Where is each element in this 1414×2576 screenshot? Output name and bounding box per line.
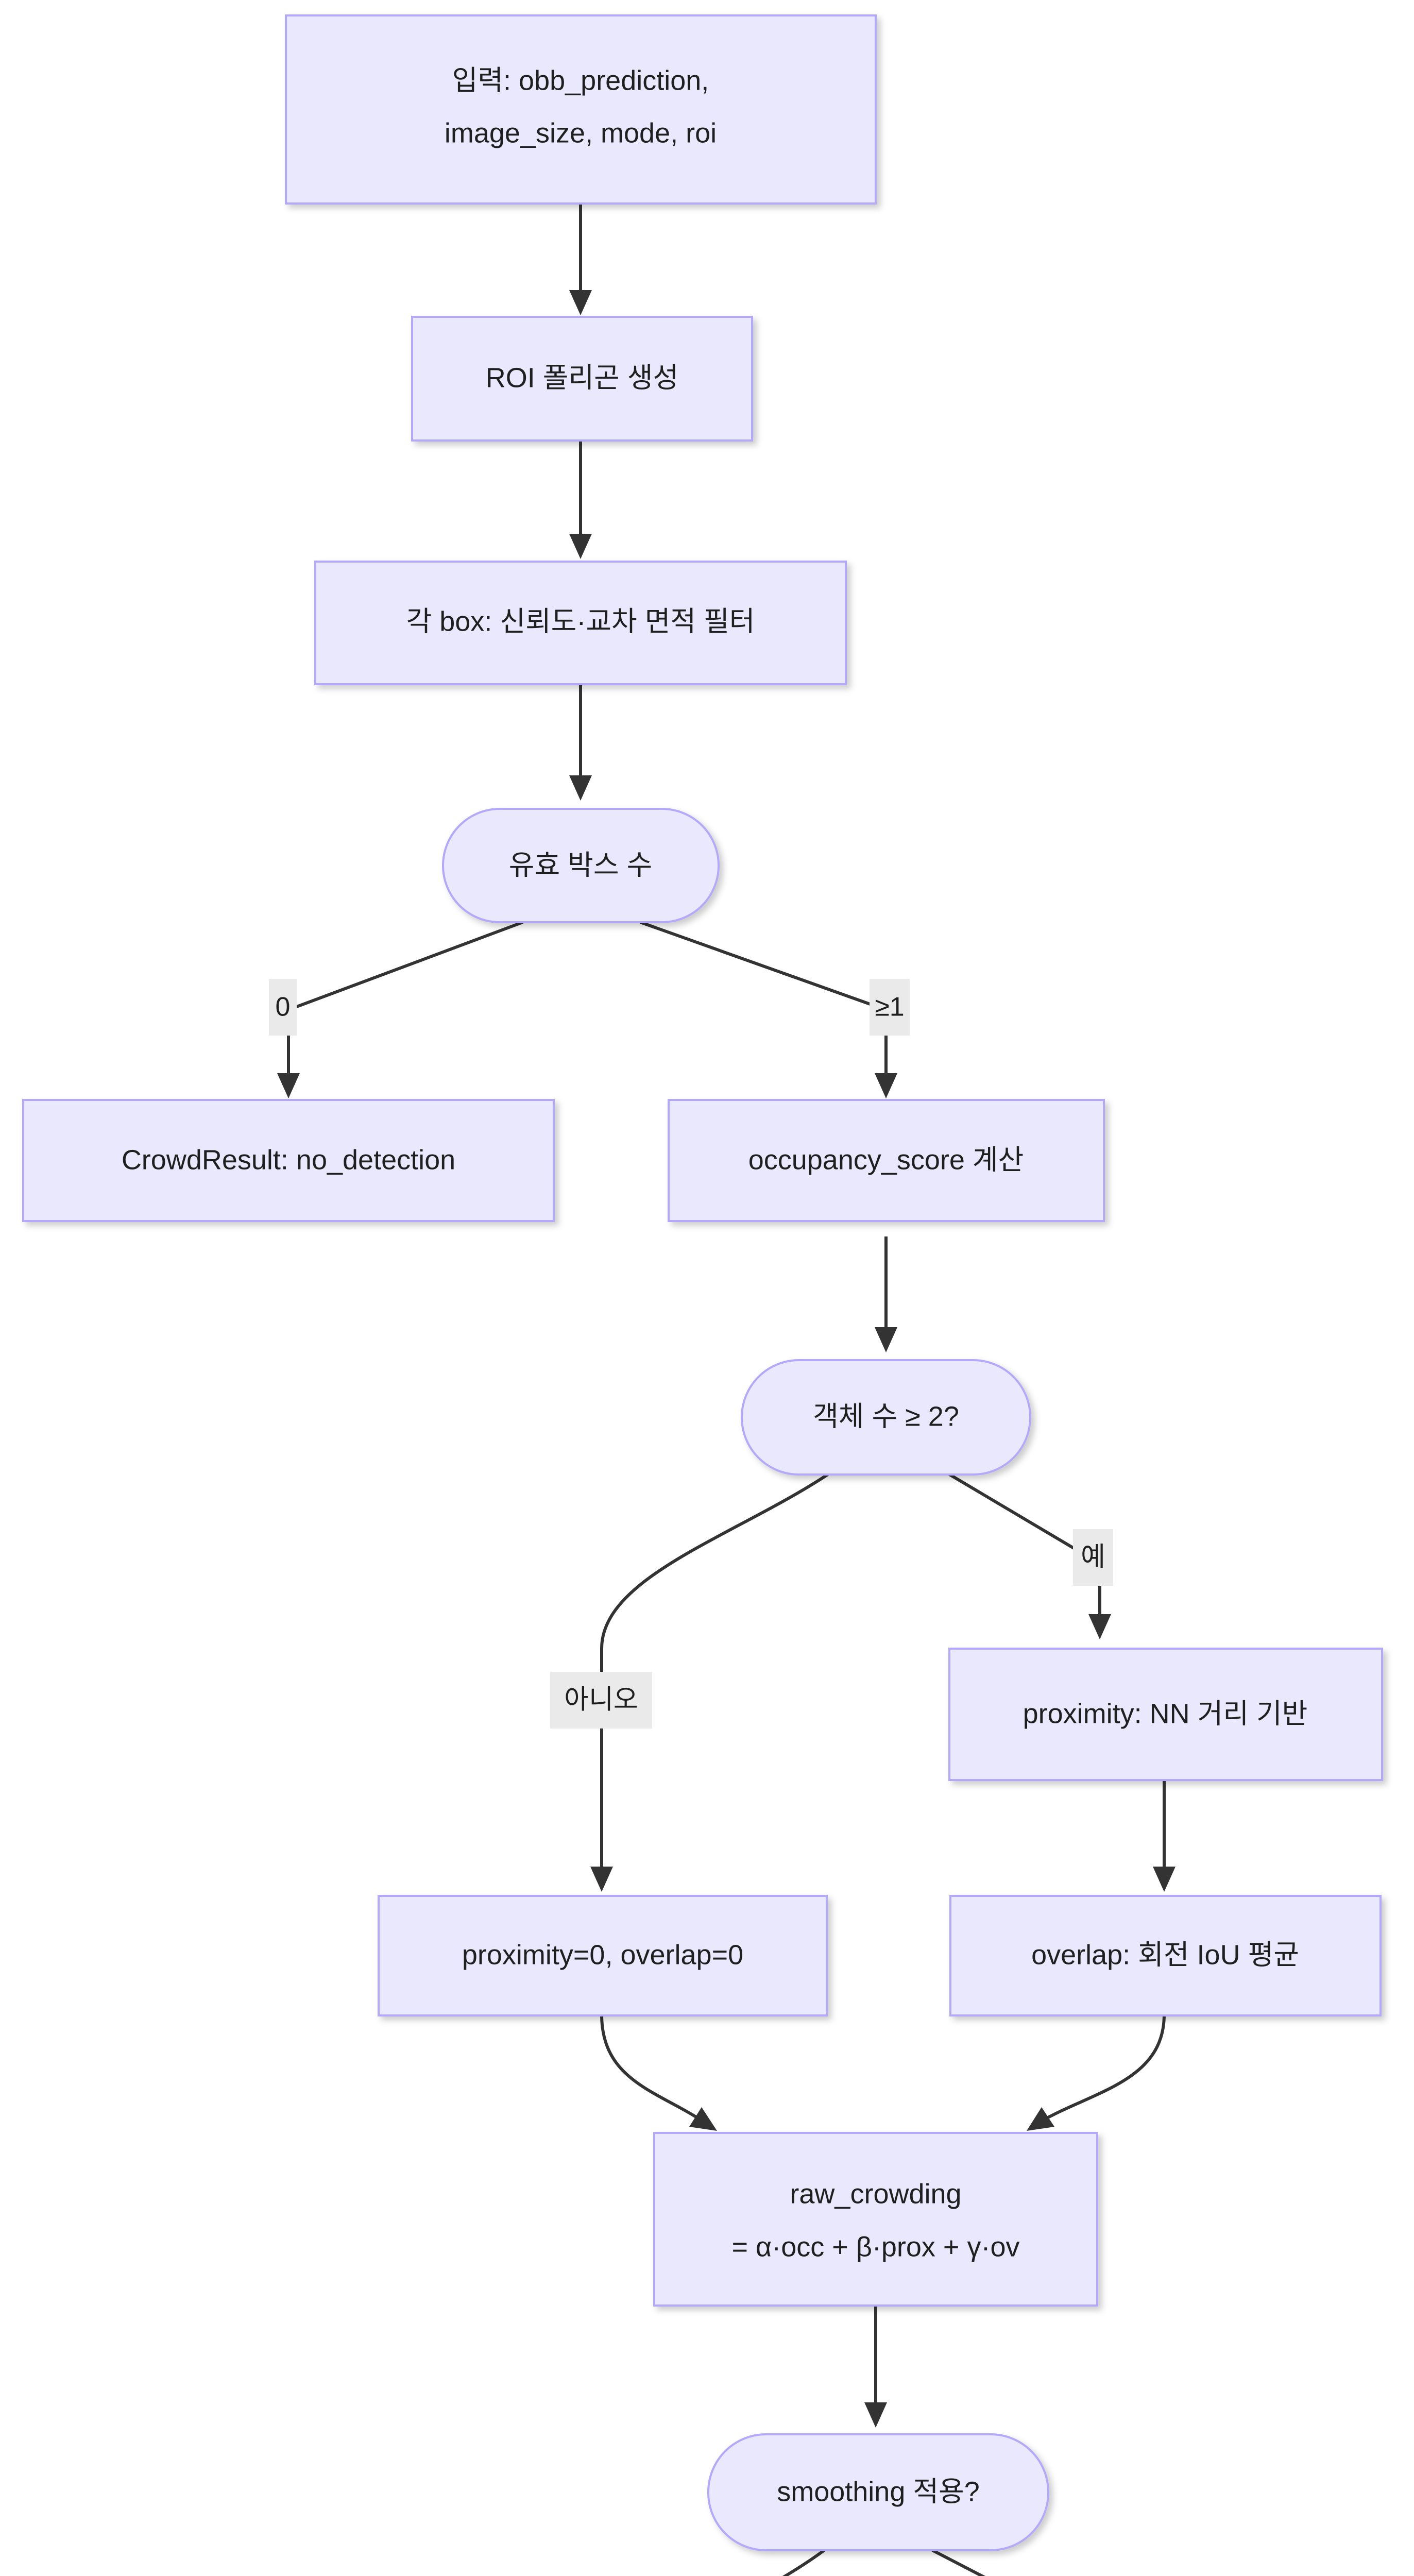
edge-rawcrowd-to-smoothing xyxy=(864,2306,887,2428)
node-object-count-decision-label: 객체 수 ≥ 2? xyxy=(813,1401,959,1432)
node-roi-polygon[interactable]: ROI 폴리곤 생성 xyxy=(411,316,753,442)
node-raw-crowding-line-2: = α·occ + β·prox + γ·ov xyxy=(732,2231,1020,2262)
node-zero-proximity-overlap-label: proximity=0, overlap=0 xyxy=(462,1939,743,1970)
node-zero-proximity-overlap[interactable]: proximity=0, overlap=0 xyxy=(378,1895,828,2016)
node-crowdresult-no-detection-label: CrowdResult: no_detection xyxy=(122,1144,455,1175)
node-roi-polygon-label: ROI 폴리곤 생성 xyxy=(486,362,678,393)
edge-input-to-roi xyxy=(569,204,592,315)
node-proximity-nn[interactable]: proximity: NN 거리 기반 xyxy=(948,1648,1383,1781)
node-crowdresult-no-detection[interactable]: CrowdResult: no_detection xyxy=(22,1099,555,1222)
edge-label-zero: 0 xyxy=(269,979,297,1036)
node-box-filter[interactable]: 각 box: 신뢰도·교차 면적 필터 xyxy=(314,561,847,685)
edges-layer xyxy=(277,204,1176,2576)
node-input[interactable]: 입력: obb_prediction, image_size, mode, ro… xyxy=(285,14,877,205)
node-occupancy-score-label: occupancy_score 계산 xyxy=(748,1144,1024,1175)
node-valid-box-count-label: 유효 박스 수 xyxy=(509,850,652,880)
node-overlap-rotated-iou-label: overlap: 회전 IoU 평균 xyxy=(1031,1939,1299,1970)
node-input-line-1: 입력: obb_prediction, xyxy=(452,65,709,96)
edge-label-no-1-text: 아니오 xyxy=(564,1685,638,1715)
edge-filter-to-validcount xyxy=(569,684,592,801)
node-valid-box-count[interactable]: 유효 박스 수 xyxy=(442,808,720,923)
edge-label-ge-one: ≥1 xyxy=(870,979,910,1036)
node-raw-crowding-line-1: raw_crowding xyxy=(790,2178,961,2209)
edge-label-yes-1: 예 xyxy=(1073,1529,1113,1586)
edge-occupancy-to-objcount xyxy=(875,1236,897,1352)
nodes-layer: 입력: obb_prediction, image_size, mode, ro… xyxy=(22,14,1383,2551)
node-smoothing-decision-label: smoothing 적용? xyxy=(777,2476,980,2507)
node-proximity-nn-label: proximity: NN 거리 기반 xyxy=(1023,1698,1308,1729)
node-occupancy-score[interactable]: occupancy_score 계산 xyxy=(668,1099,1105,1222)
edge-label-no-1: 아니오 xyxy=(550,1672,652,1728)
edge-objcount-to-zeroprox xyxy=(590,1472,830,1892)
edge-labels-layer: 0 ≥1 아니오 예 아니오 예 xyxy=(269,979,1113,1728)
edge-zeroprox-to-rawcrowd xyxy=(600,2014,717,2131)
edge-overlapiou-to-rawcrowd xyxy=(1027,2014,1166,2131)
node-raw-crowding[interactable]: raw_crowding = α·occ + β·prox + γ·ov xyxy=(653,2132,1098,2307)
edge-smoothing-to-final xyxy=(782,2549,825,2576)
edge-proxnn-to-overlapiou xyxy=(1153,1780,1176,1892)
node-smoothing-decision[interactable]: smoothing 적용? xyxy=(707,2433,1049,2551)
node-overlap-rotated-iou[interactable]: overlap: 회전 IoU 평균 xyxy=(949,1895,1382,2016)
node-input-line-2: image_size, mode, roi xyxy=(445,117,717,148)
edge-roi-to-filter xyxy=(569,440,592,559)
edge-label-zero-text: 0 xyxy=(276,992,291,1022)
node-object-count-decision[interactable]: 객체 수 ≥ 2? xyxy=(741,1359,1031,1476)
edge-validcount-to-nodetect xyxy=(277,921,524,1098)
edge-label-yes-1-text: 예 xyxy=(1081,1543,1105,1572)
edge-validcount-to-occupancy xyxy=(639,921,897,1098)
edge-label-ge-one-text: ≥1 xyxy=(875,992,904,1022)
edge-smoothing-to-ema xyxy=(931,2549,986,2576)
node-box-filter-label: 각 box: 신뢰도·교차 면적 필터 xyxy=(406,606,755,637)
